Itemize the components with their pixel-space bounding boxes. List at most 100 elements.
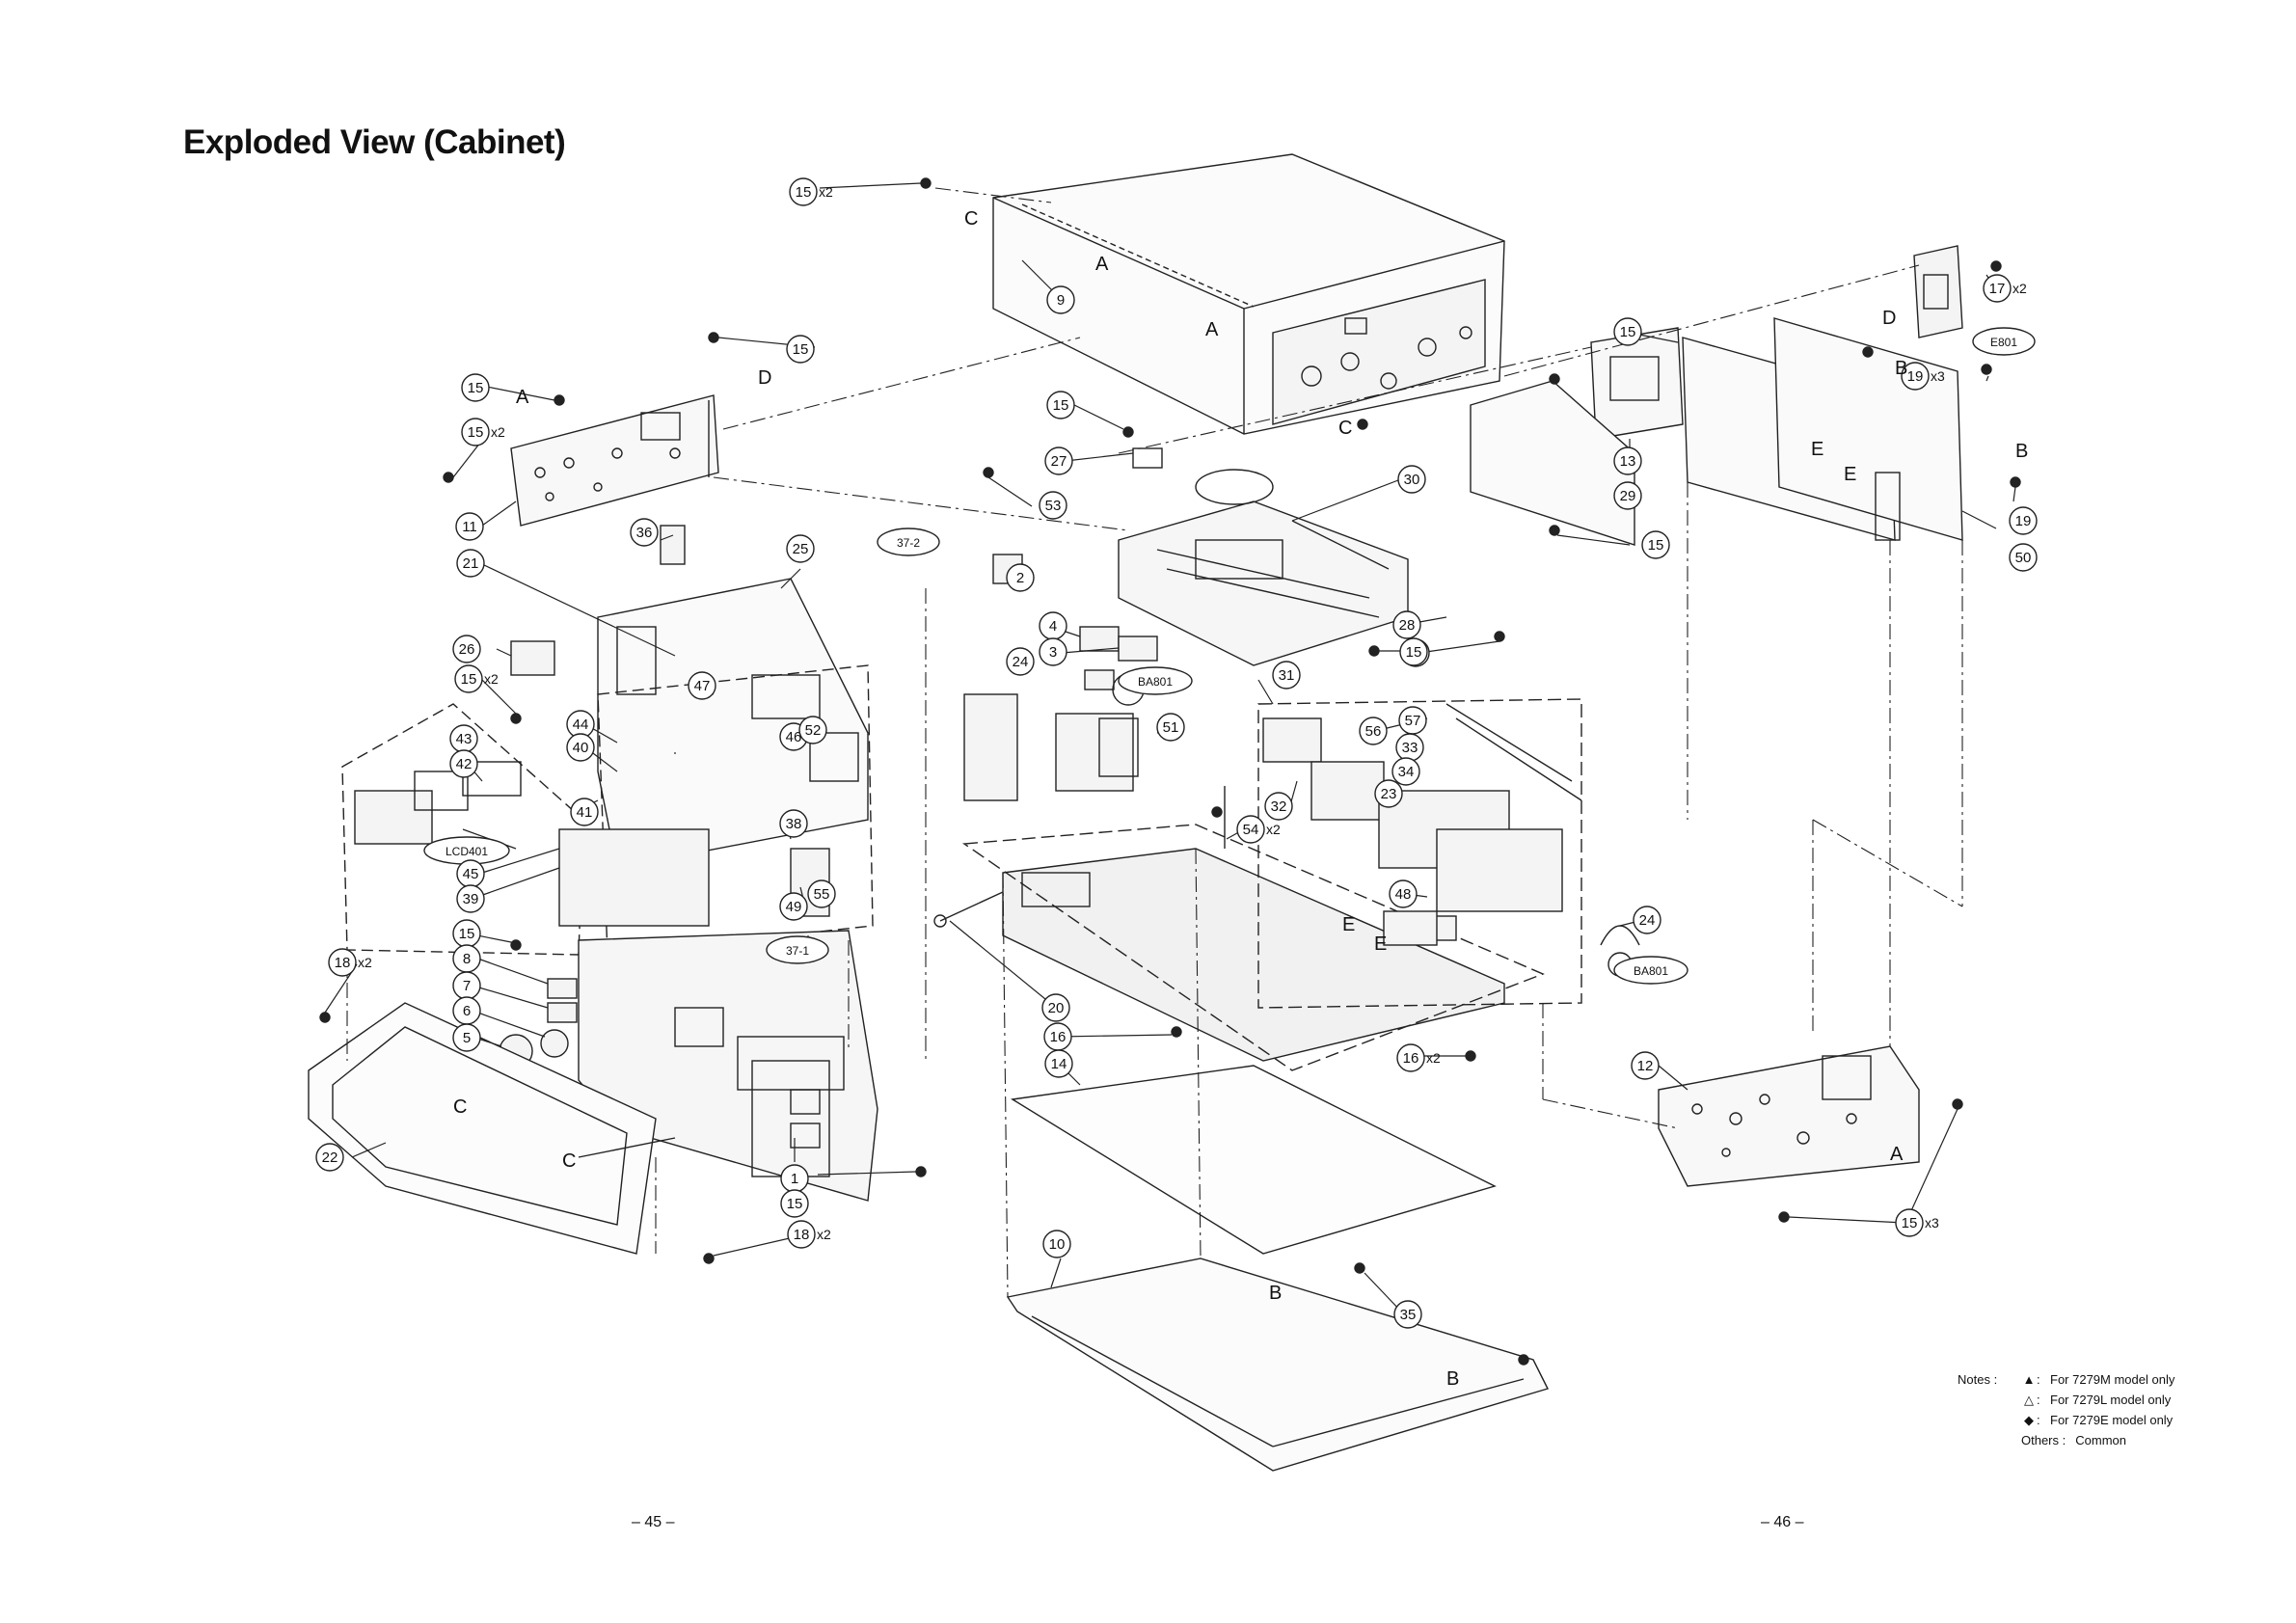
callout-quantity: x3 xyxy=(1925,1215,1939,1231)
bottom-cover-part xyxy=(1006,1258,1549,1472)
part-callout: 55 xyxy=(807,879,836,908)
callout-label: 32 xyxy=(1271,798,1287,815)
part-callout: 15 xyxy=(1399,637,1428,666)
callout-label: 31 xyxy=(1279,667,1295,684)
callout-label: 18 xyxy=(794,1227,810,1243)
part-callout: 38 xyxy=(779,809,808,838)
callout-circle xyxy=(452,1023,481,1052)
callout-circle xyxy=(1272,661,1301,690)
reference-letter: E xyxy=(1342,914,1355,935)
callout-label: 45 xyxy=(463,866,479,882)
callout-circle xyxy=(1631,1051,1660,1080)
callout-circle xyxy=(1613,481,1642,510)
callout-label: 13 xyxy=(1620,453,1636,470)
callout-circle xyxy=(1396,1043,1425,1072)
callout-label: 38 xyxy=(786,816,802,832)
callout-circle xyxy=(315,1143,344,1172)
part-callout: 40 xyxy=(566,733,595,762)
callout-circle xyxy=(630,518,659,547)
callout-circle xyxy=(570,798,599,826)
part-callout: LCD401 xyxy=(423,836,510,865)
callout-label: 17 xyxy=(1989,281,2006,297)
callout-circle xyxy=(1006,647,1035,676)
callout-label: 14 xyxy=(1051,1056,1067,1072)
part-callout: 19 xyxy=(2009,506,2038,535)
callout-circle xyxy=(1006,563,1035,592)
callout-label: 30 xyxy=(1404,472,1420,488)
callout-circle xyxy=(786,534,815,563)
callout-circle xyxy=(2009,543,2038,572)
callout-label: 15 xyxy=(468,380,484,396)
callout-label: 9 xyxy=(1057,292,1065,309)
front-frame-part xyxy=(308,1002,676,1255)
part-callout: 47 xyxy=(688,671,716,700)
notes-others-label: Others : xyxy=(2021,1433,2066,1447)
callout-circle xyxy=(1042,1230,1071,1258)
reference-letter: A xyxy=(1890,1144,1904,1165)
part-callout: 15 xyxy=(1046,391,1075,419)
part-callout: 45 xyxy=(456,859,485,888)
callout-label: 51 xyxy=(1163,719,1179,736)
top-chassis-part xyxy=(992,153,1505,435)
callout-circle xyxy=(456,884,485,913)
part-callout: 28 xyxy=(1392,610,1421,639)
part-callout: 4 xyxy=(1039,611,1067,640)
diamond-filled-icon: ◆ xyxy=(2024,1413,2034,1427)
callout-circle xyxy=(1039,491,1067,520)
callout-label: BA801 xyxy=(1634,964,1668,978)
reference-letter: B xyxy=(1269,1283,1282,1304)
callouts: 15x29151515x211362115275337-222530151513… xyxy=(315,177,2038,1329)
callout-label: 8 xyxy=(463,951,471,967)
callout-label: 49 xyxy=(786,899,802,915)
part-callout: 8 xyxy=(452,944,481,973)
part-callout: 33 xyxy=(1395,733,1424,762)
callout-label: 34 xyxy=(1398,764,1415,780)
callout-circle xyxy=(1039,637,1067,666)
callout-circle xyxy=(688,671,716,700)
callout-label: 1 xyxy=(791,1171,798,1187)
callout-circle xyxy=(1901,362,1930,391)
callout-quantity: x2 xyxy=(484,671,499,687)
callout-circle xyxy=(1972,327,2036,356)
part-callout: 12 xyxy=(1631,1051,1660,1080)
reference-letter: A xyxy=(1205,319,1219,340)
part-callout: 57 xyxy=(1398,706,1427,735)
reference-letter: B xyxy=(2015,441,2028,462)
callout-label: 33 xyxy=(1402,740,1418,756)
callout-circle xyxy=(789,177,818,206)
part-callout: 30 xyxy=(1397,465,1426,494)
callout-label: 18 xyxy=(335,955,351,971)
callout-label: 47 xyxy=(694,678,711,694)
reference-letter: B xyxy=(1895,358,1907,379)
callout-circle xyxy=(1156,713,1185,742)
part-callout: 1 xyxy=(780,1164,809,1193)
callout-circle xyxy=(1044,446,1073,475)
line-art xyxy=(308,153,2021,1472)
part-callout: 35 xyxy=(1393,1300,1422,1329)
part-callout: 11 xyxy=(455,512,484,541)
callout-circle xyxy=(452,635,481,663)
callout-label: 6 xyxy=(463,1003,471,1019)
callout-circle xyxy=(786,335,815,364)
callout-label: 15 xyxy=(787,1196,803,1212)
part-callout: 15 xyxy=(1613,317,1642,346)
part-callout: E801 xyxy=(1972,327,2036,356)
callout-circle xyxy=(1392,610,1421,639)
part-callout: 15 xyxy=(452,919,481,948)
callout-label: 24 xyxy=(1639,912,1656,929)
callout-circle xyxy=(456,549,485,578)
callout-label: 57 xyxy=(1405,713,1421,729)
callout-circle xyxy=(1044,1049,1073,1078)
callout-circle xyxy=(1613,446,1642,475)
part-callout: 14 xyxy=(1044,1049,1073,1078)
callout-label: 15 xyxy=(459,926,475,942)
reference-letter: A xyxy=(1095,254,1109,275)
page-title: Exploded View (Cabinet) xyxy=(183,123,566,161)
page-number-right: – 46 – xyxy=(1761,1514,1804,1530)
callout-label: 15 xyxy=(1620,324,1636,340)
callout-circle xyxy=(1046,285,1075,314)
callout-quantity: x3 xyxy=(1931,368,1945,384)
callout-label: LCD401 xyxy=(446,845,488,858)
